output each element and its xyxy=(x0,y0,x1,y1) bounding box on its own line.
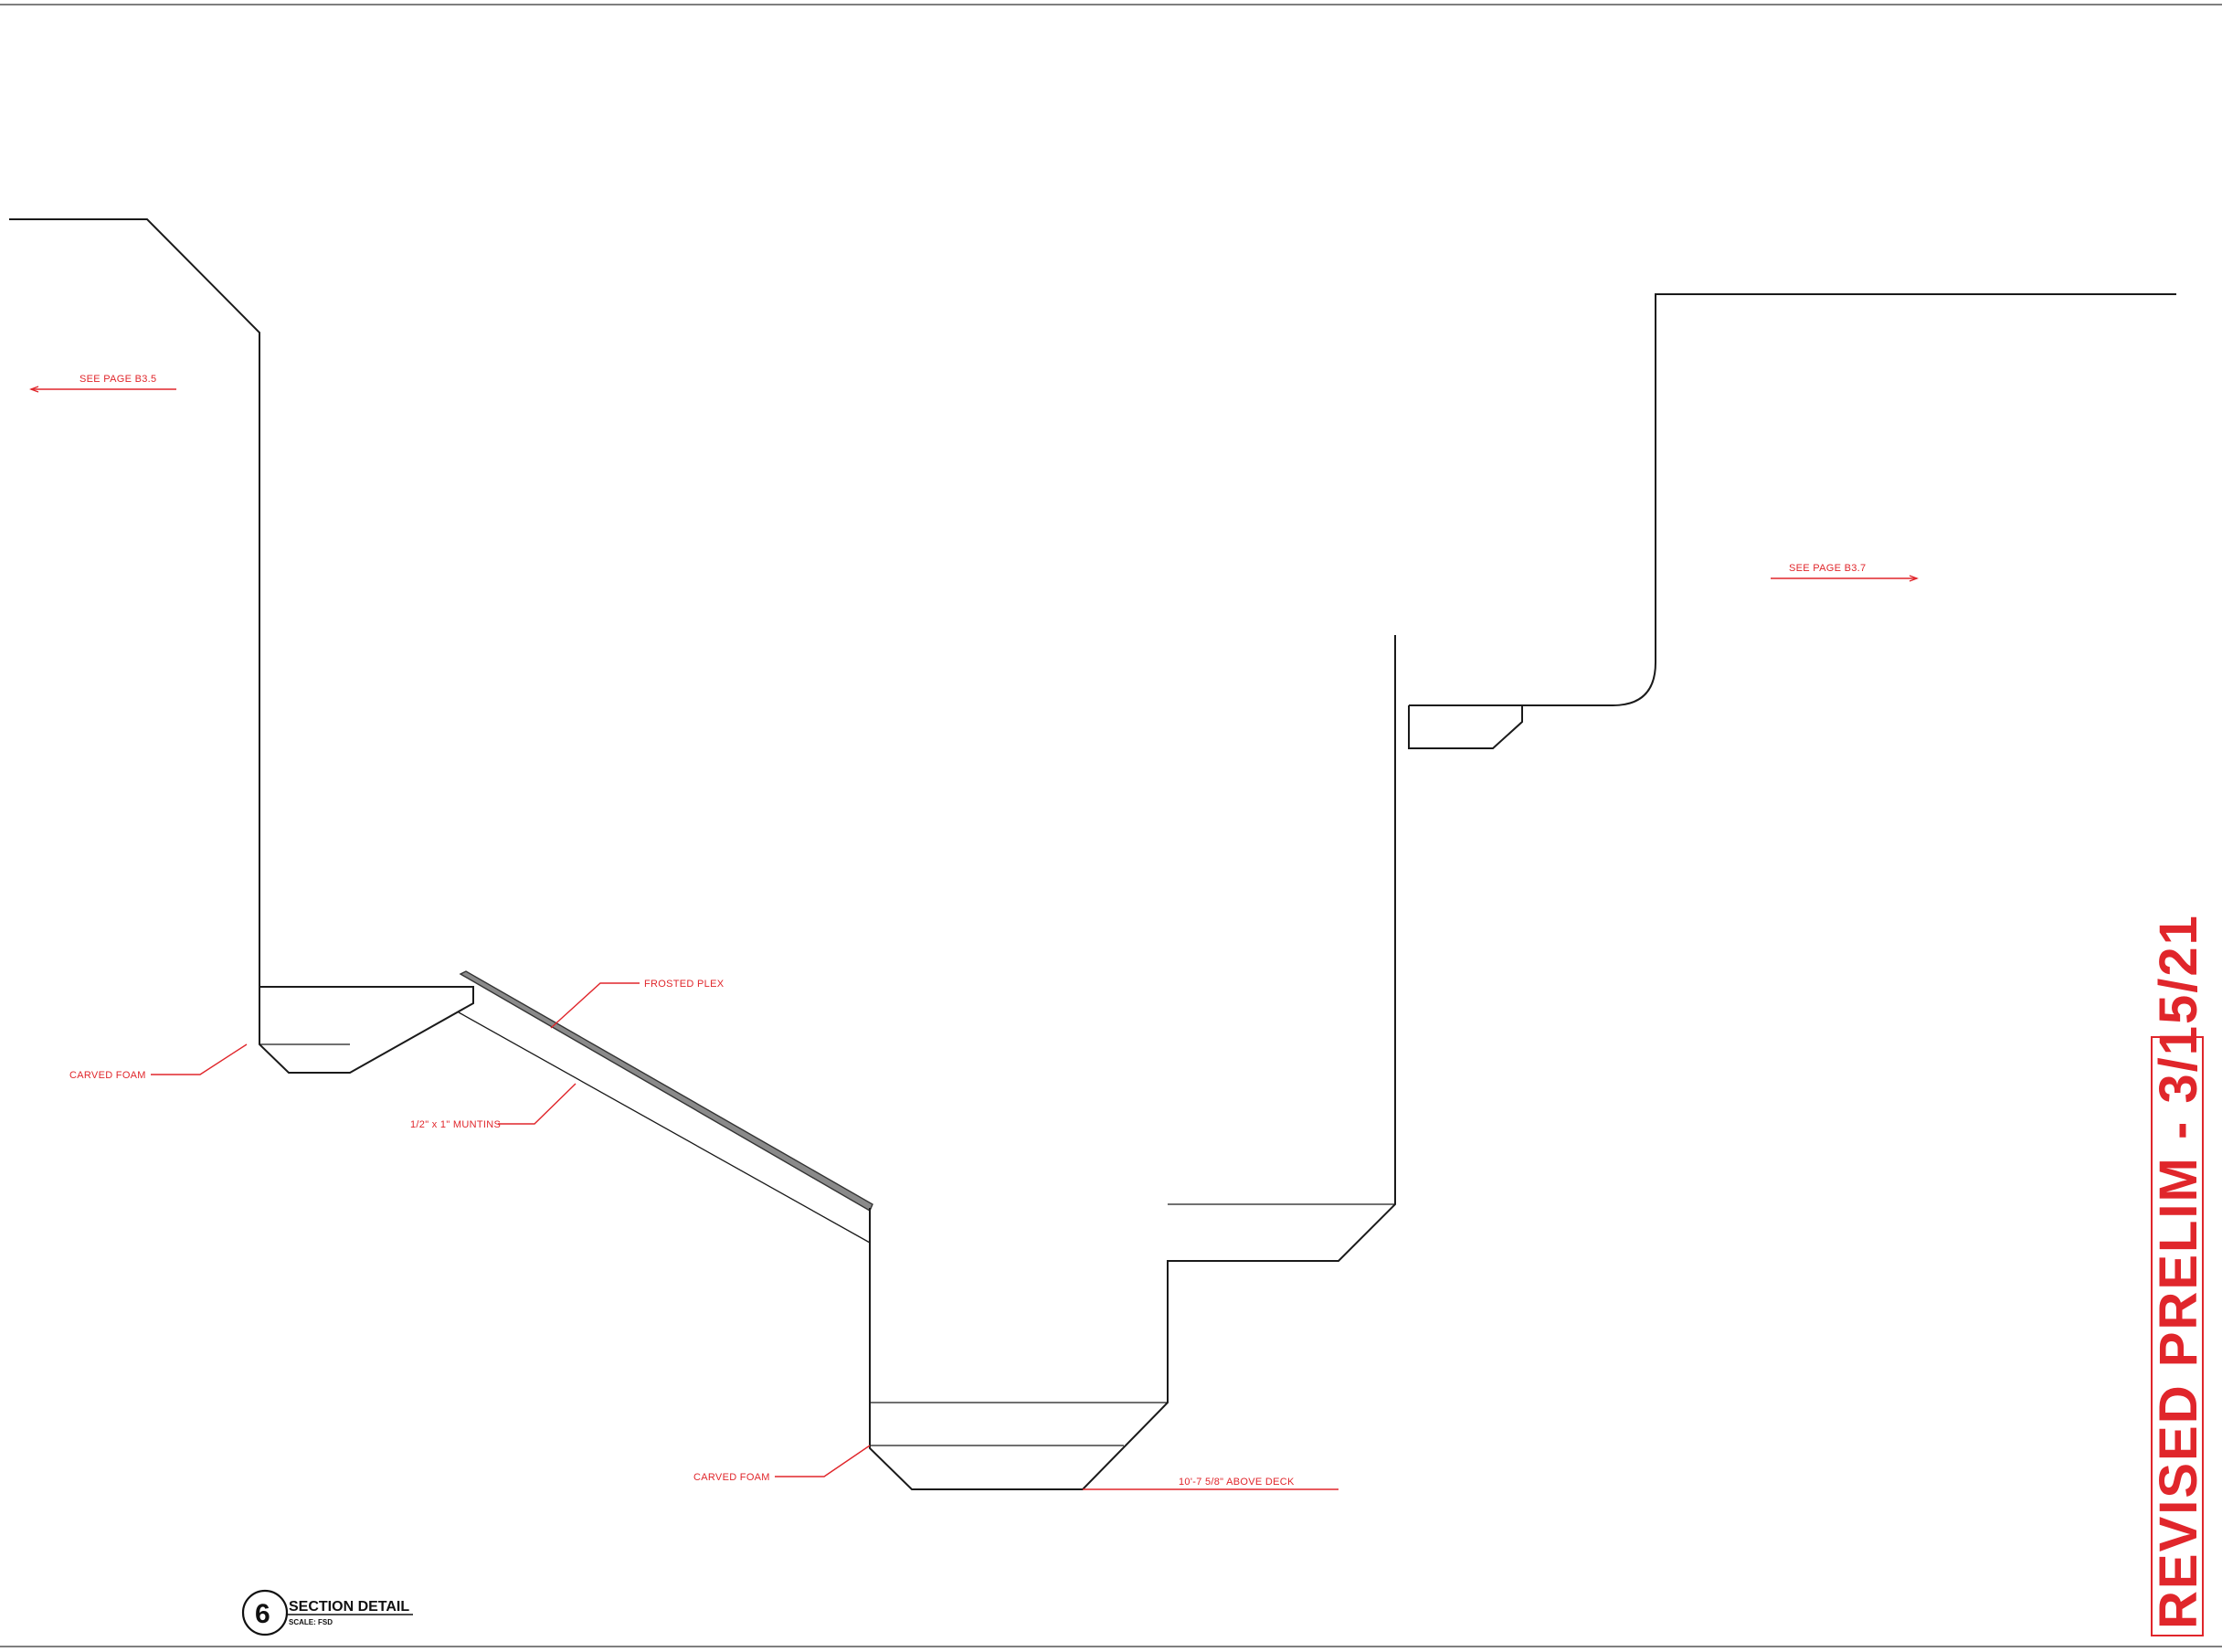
carved-foam-lower-label: CARVED FOAM xyxy=(693,1472,770,1483)
right-upper-profile xyxy=(1408,293,2176,749)
section-title: SECTION DETAIL xyxy=(289,1599,409,1615)
above-deck-label: 10'-7 5/8" ABOVE DECK xyxy=(1179,1477,1295,1488)
annotation-muntins: 1/2" x 1" MUNTINS xyxy=(410,1083,577,1130)
frosted-plex-label: FROSTED PLEX xyxy=(644,979,725,990)
carved-foam-upper-label: CARVED FOAM xyxy=(69,1070,146,1081)
stamp-text: REVISED PRELIM - 3/15/21 xyxy=(2149,914,2208,1629)
left-wall-profile xyxy=(9,218,474,1074)
annotation-above-deck: 10'-7 5/8" ABOVE DECK xyxy=(1083,1477,1338,1490)
annotation-frosted-plex: FROSTED PLEX xyxy=(550,979,725,1029)
see-page-left-label: SEE PAGE B3.5 xyxy=(79,374,156,385)
section-scale: SCALE: FSD xyxy=(289,1618,333,1626)
section-title-block: 6 SECTION DETAIL SCALE: FSD xyxy=(241,1589,413,1636)
annotation-see-page-right: SEE PAGE B3.7 xyxy=(1771,563,1919,582)
section-number-circle xyxy=(241,1589,289,1636)
annotation-carved-foam-upper: CARVED FOAM xyxy=(69,1043,248,1081)
see-page-right-label: SEE PAGE B3.7 xyxy=(1789,563,1866,574)
annotation-see-page-left: SEE PAGE B3.5 xyxy=(29,374,176,393)
annotation-carved-foam-lower: CARVED FOAM xyxy=(693,1445,871,1483)
section-number: 6 xyxy=(255,1599,270,1629)
frosted-plex-panel xyxy=(459,970,873,1213)
revised-prelim-stamp: REVISED PRELIM - 3/15/21 xyxy=(2149,914,2208,1636)
muntins-line xyxy=(458,1011,871,1244)
lower-trough-profile xyxy=(869,635,1396,1490)
muntins-label: 1/2" x 1" MUNTINS xyxy=(410,1119,501,1130)
